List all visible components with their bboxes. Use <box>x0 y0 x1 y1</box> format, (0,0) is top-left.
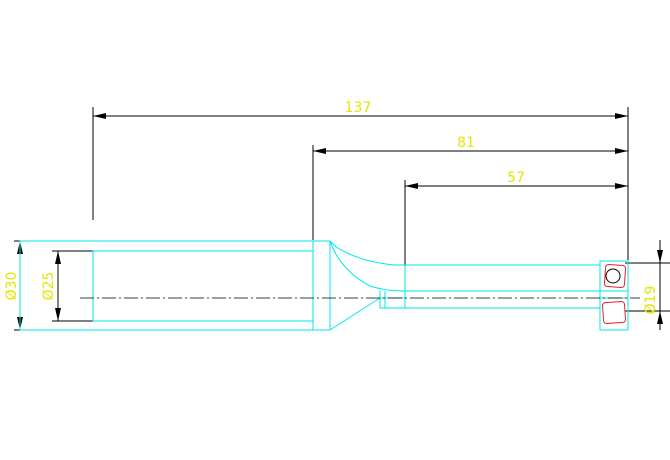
dimension-diameter-25: Ø25 <box>41 250 95 322</box>
dimension-137-label: 137 <box>345 100 372 116</box>
dimension-81: 81 <box>312 135 628 240</box>
dimension-57: 57 <box>404 170 628 308</box>
insert-top <box>603 264 627 288</box>
tool-body <box>19 240 629 331</box>
dimension-137: 137 <box>92 100 629 260</box>
neck-flute-curve <box>329 240 406 292</box>
shank-inner <box>92 250 314 322</box>
dimension-81-label: 81 <box>457 135 475 151</box>
insert-screw-icon <box>605 268 621 284</box>
neck-top-curve <box>329 240 405 266</box>
tip-pocket <box>599 260 629 292</box>
cutting-insert <box>602 264 627 325</box>
dimension-diameter-19: Ø19 <box>625 240 670 330</box>
dimension-57-label: 57 <box>507 170 525 186</box>
dimension-diameter-30-label: Ø30 <box>4 272 20 301</box>
insert-bottom <box>602 300 627 325</box>
shank-outer <box>19 240 314 331</box>
dimension-diameter-19-label: Ø19 <box>643 286 659 315</box>
dimension-diameter-25-label: Ø25 <box>41 272 57 301</box>
